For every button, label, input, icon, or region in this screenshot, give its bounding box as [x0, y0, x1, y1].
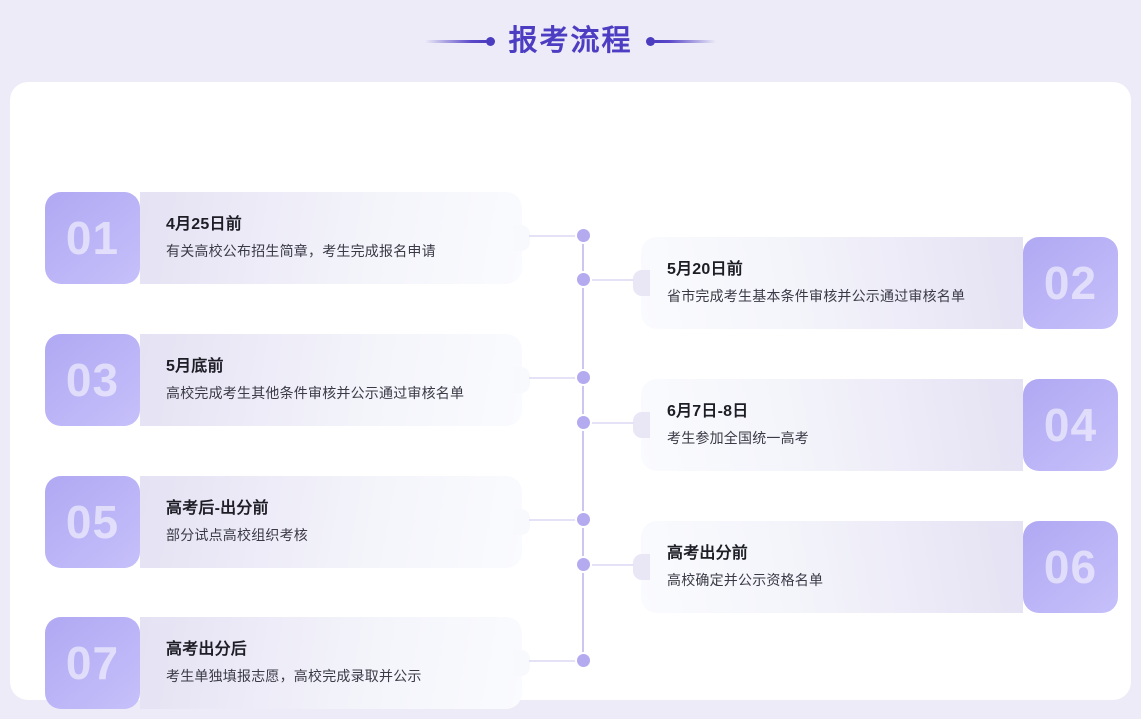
timeline-connector — [583, 422, 634, 424]
timeline-connector — [583, 564, 634, 566]
timeline-connector — [529, 377, 583, 379]
step-title: 4月25日前 — [166, 215, 242, 233]
step-description: 考生单独填报志愿，高校完成录取并公示 — [166, 668, 422, 685]
timeline-connector — [529, 519, 583, 521]
step-card-body: 高考出分前高校确定并公示资格名单 — [641, 521, 1023, 613]
card-connector-nub — [513, 367, 530, 393]
timeline-connector — [583, 279, 634, 281]
step-description: 考生参加全国统一高考 — [667, 430, 809, 447]
decoration-line-icon — [653, 39, 716, 43]
timeline-dot — [576, 415, 590, 429]
step-card-body: 5月底前高校完成考生其他条件审核并公示通过审核名单 — [140, 334, 522, 426]
step-title: 5月20日前 — [667, 260, 743, 278]
decoration-dot-icon — [486, 36, 496, 46]
step-title: 高考出分后 — [166, 640, 248, 658]
timeline-spine — [582, 235, 584, 660]
timeline-connector — [529, 235, 583, 237]
page-title: 报考流程 — [508, 24, 633, 57]
card-connector-nub — [513, 225, 530, 251]
timeline-dot — [576, 557, 590, 571]
timeline-dot — [576, 370, 590, 384]
timeline-dot — [576, 653, 590, 667]
decoration-dot-icon — [645, 36, 655, 46]
step-title: 5月底前 — [166, 357, 224, 375]
card-connector-nub — [513, 650, 530, 676]
card-connector-nub — [513, 509, 530, 535]
step-number-badge: 01 — [45, 192, 140, 284]
step-description: 部分试点高校组织考核 — [166, 527, 308, 544]
step-number-badge: 06 — [1023, 521, 1118, 613]
step-card-body: 高考出分后考生单独填报志愿，高校完成录取并公示 — [140, 617, 522, 709]
timeline-dot — [576, 512, 590, 526]
step-number-badge: 03 — [45, 334, 140, 426]
step-card-body: 高考后-出分前部分试点高校组织考核 — [140, 476, 522, 568]
title-decoration-right — [645, 36, 716, 46]
timeline-dot — [576, 272, 590, 286]
decoration-line-icon — [425, 39, 488, 43]
step-number-badge: 04 — [1023, 379, 1118, 471]
timeline-dot — [576, 228, 590, 242]
step-title: 6月7日-8日 — [667, 402, 749, 420]
step-description: 有关高校公布招生简章，考生完成报名申请 — [166, 243, 436, 260]
step-card-body: 6月7日-8日考生参加全国统一高考 — [641, 379, 1023, 471]
page-header: 报考流程 — [0, 0, 1141, 82]
card-connector-nub — [633, 270, 650, 296]
step-card-body: 5月20日前省市完成考生基本条件审核并公示通过审核名单 — [641, 237, 1023, 329]
card-connector-nub — [633, 554, 650, 580]
step-number-badge: 05 — [45, 476, 140, 568]
card-connector-nub — [633, 412, 650, 438]
step-title: 高考后-出分前 — [166, 499, 269, 517]
step-description: 省市完成考生基本条件审核并公示通过审核名单 — [667, 288, 966, 305]
step-description: 高校确定并公示资格名单 — [667, 572, 824, 589]
title-decoration-left — [425, 36, 496, 46]
step-number-badge: 02 — [1023, 237, 1118, 329]
step-card-body: 4月25日前有关高校公布招生简章，考生完成报名申请 — [140, 192, 522, 284]
timeline-connector — [529, 660, 583, 662]
step-number-badge: 07 — [45, 617, 140, 709]
step-description: 高校完成考生其他条件审核并公示通过审核名单 — [166, 385, 465, 402]
step-title: 高考出分前 — [667, 544, 749, 562]
